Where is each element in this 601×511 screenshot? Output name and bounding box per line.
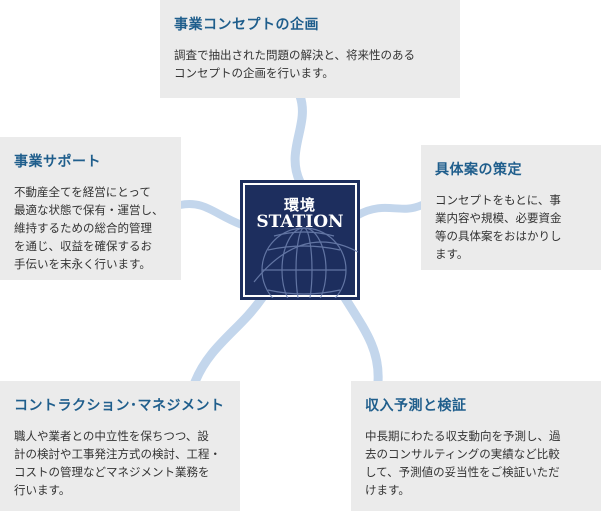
logo-title-en: STATION [256, 212, 344, 232]
box-title: 収入予測と検証 [365, 398, 467, 414]
box-title: 具体案の策定 [435, 162, 522, 178]
box-title: 事業サポート [14, 154, 101, 170]
box-title: 事業コンセプトの企画 [174, 17, 319, 33]
center-logo: 環境 STATION [240, 180, 360, 300]
connector-left [176, 200, 246, 229]
connector-top [290, 91, 307, 187]
box-body: 調査で抽出された問題の解決と、将来性のある コンセプトの企画を行います。 [174, 48, 416, 80]
box-body: コンセプトをもとに、事 業内容や規模、必要資金 等の具体案をおはかりし ます。 [435, 193, 562, 261]
logo-title-jp: 環境 [283, 196, 316, 214]
box-body: 職人や業者との中立性を保ちつつ、設 計の検討や工事発注方式の検討、工程・ コスト… [14, 429, 221, 497]
box-title: コントラクション･マネジメント [14, 398, 225, 414]
service-box-revenue-forecast: 収入予測と検証 中長期にわたる収支動向を予測し、過 去のコンサルティングの実績な… [351, 381, 601, 511]
service-box-construction-management: コントラクション･マネジメント 職人や業者との中立性を保ちつつ、設 計の検討や工… [0, 381, 240, 511]
box-body: 不動産全てを経営にとって 最適な状態で保有・運営し、 維持するための総合的管理 … [14, 185, 164, 271]
connector-bottom-left [190, 293, 267, 387]
connector-right [354, 201, 426, 219]
service-box-business-support: 事業サポート 不動産全てを経営にとって 最適な状態で保有・運営し、 維持するため… [0, 137, 181, 280]
connector-bottom-right [340, 293, 383, 387]
box-body: 中長期にわたる収支動向を予測し、過 去のコンサルティングの実績など比較 して、予… [365, 429, 561, 497]
service-box-concrete-plan: 具体案の策定 コンセプトをもとに、事 業内容や規模、必要資金 等の具体案をおはか… [421, 145, 601, 270]
globe-icon [253, 227, 358, 298]
service-box-concept-planning: 事業コンセプトの企画 調査で抽出された問題の解決と、将来性のある コンセプトの企… [160, 0, 460, 98]
